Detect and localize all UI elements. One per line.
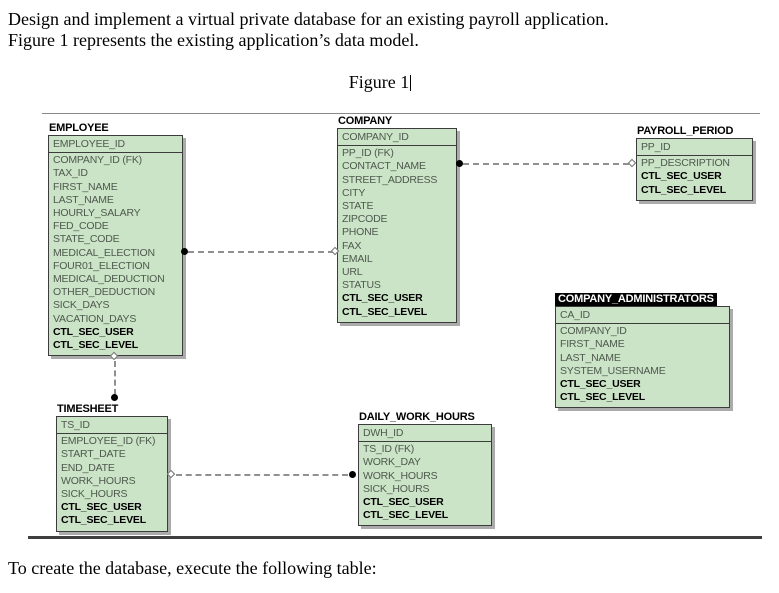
attribute: EMPLOYEE_ID (FK) — [61, 435, 156, 448]
security-attribute: CTL_SEC_LEVEL — [560, 391, 645, 404]
intro-line-1[interactable]: Design and implement a virtual private d… — [8, 9, 609, 29]
attribute: TAX_ID — [53, 167, 88, 180]
pk-attribute: PP_ID — [641, 141, 671, 153]
figure-bottom-rule — [28, 536, 762, 539]
pk-attribute: EMPLOYEE_ID — [53, 138, 125, 150]
pk-attribute: TS_ID — [61, 419, 90, 431]
security-attribute: CTL_SEC_USER — [342, 292, 423, 305]
attribute: PHONE — [342, 226, 379, 239]
entity-title-company-administrators: COMPANY_ADMINISTRATORS — [555, 293, 717, 306]
attribute: TS_ID (FK) — [363, 443, 415, 456]
entity-title-payroll-period: PAYROLL_PERIOD — [637, 125, 734, 137]
entity-timesheet[interactable]: TIMESHEET TS_ID EMPLOYEE_ID (FK)START_DAT… — [56, 403, 168, 532]
attribute: PP_ID (FK) — [342, 147, 394, 160]
attribute: FIRST_NAME — [560, 338, 625, 351]
relationship-employee-company[interactable] — [188, 251, 334, 253]
attribute: SYSTEM_USERNAME — [560, 364, 666, 377]
attribute: PP_DESCRIPTION — [641, 157, 730, 170]
intro-paragraph[interactable]: Design and implement a virtual private d… — [8, 9, 609, 51]
primary-key-compartment: EMPLOYEE_ID — [49, 136, 182, 154]
pk-attribute: DWH_ID — [363, 427, 404, 439]
security-attribute: CTL_SEC_LEVEL — [641, 183, 726, 196]
attribute: WORK_DAY — [363, 456, 421, 469]
figure-caption-text[interactable]: Figure 1 — [348, 72, 410, 92]
security-attribute: CTL_SEC_USER — [61, 501, 142, 514]
attribute: CITY — [342, 186, 366, 199]
attribute: SICK_DAYS — [53, 299, 110, 312]
attribute: FAX — [342, 239, 362, 252]
attribute: START_DATE — [61, 448, 126, 461]
entity-title-timesheet: TIMESHEET — [57, 403, 119, 415]
relationship-dot-icon — [456, 160, 463, 167]
relationship-dot-icon — [111, 394, 118, 401]
relationship-company-payroll-period[interactable] — [463, 163, 629, 165]
security-attribute: CTL_SEC_USER — [363, 496, 444, 509]
primary-key-compartment: COMPANY_ID — [338, 129, 456, 147]
attribute: HOURLY_SALARY — [53, 207, 141, 220]
entity-daily-work-hours[interactable]: DAILY_WORK_HOURS DWH_ID TS_ID (FK)WORK_DA… — [358, 411, 492, 527]
attribute: LAST_NAME — [53, 193, 114, 206]
attribute: STATUS — [342, 279, 381, 292]
intro-line-2[interactable]: Figure 1 represents the existing applica… — [8, 30, 419, 50]
primary-key-compartment: CA_ID — [556, 307, 729, 325]
relationship-employee-timesheet[interactable] — [114, 361, 116, 395]
entity-company[interactable]: COMPANY COMPANY_ID PP_ID (FK)CONTACT_NAME… — [337, 115, 457, 323]
attribute: OTHER_DEDUCTION — [53, 286, 156, 299]
relationship-dot-icon — [181, 248, 188, 255]
attribute: WORK_HOURS — [363, 469, 438, 482]
attribute: FOUR01_ELECTION — [53, 259, 150, 272]
relationship-timesheet-daily-work-hours[interactable] — [176, 474, 348, 476]
relationship-dot-icon — [349, 471, 356, 478]
attribute: COMPANY_ID (FK) — [53, 154, 142, 167]
attribute: STATE_CODE — [53, 233, 120, 246]
security-attribute: CTL_SEC_USER — [560, 378, 641, 391]
footer-paragraph[interactable]: To create the database, execute the foll… — [8, 558, 377, 578]
entity-title-company: COMPANY — [338, 115, 393, 127]
security-attribute: CTL_SEC_LEVEL — [61, 514, 146, 527]
relationship-diamond-icon — [166, 469, 176, 479]
text-cursor — [410, 75, 412, 91]
entity-title-daily-work-hours: DAILY_WORK_HOURS — [359, 411, 475, 423]
attribute: VACATION_DAYS — [53, 312, 137, 325]
attribute: SICK_HOURS — [363, 482, 430, 495]
attribute: EMAIL — [342, 252, 373, 265]
attribute: FED_CODE — [53, 220, 109, 233]
security-attribute: CTL_SEC_USER — [53, 325, 134, 338]
attribute: END_DATE — [61, 461, 115, 474]
relationship-diamond-icon — [627, 158, 637, 168]
attribute: STATE — [342, 200, 374, 213]
primary-key-compartment: TS_ID — [57, 417, 167, 435]
security-attribute: CTL_SEC_LEVEL — [363, 509, 448, 522]
entity-employee[interactable]: EMPLOYEE EMPLOYEE_ID COMPANY_ID (FK)TAX_I… — [48, 122, 183, 357]
attribute: MEDICAL_ELECTION — [53, 246, 155, 259]
attribute: SICK_HOURS — [61, 488, 128, 501]
attribute: WORK_HOURS — [61, 474, 136, 487]
attribute: ZIPCODE — [342, 213, 388, 226]
attribute: URL — [342, 266, 363, 279]
pk-attribute: COMPANY_ID — [342, 131, 409, 143]
attribute: STREET_ADDRESS — [342, 173, 438, 186]
security-attribute: CTL_SEC_LEVEL — [53, 339, 138, 352]
pk-attribute: CA_ID — [560, 309, 590, 321]
attribute: LAST_NAME — [560, 351, 621, 364]
attribute: FIRST_NAME — [53, 180, 118, 193]
attribute: CONTACT_NAME — [342, 160, 426, 173]
primary-key-compartment: PP_ID — [637, 139, 752, 157]
entity-title-employee: EMPLOYEE — [49, 122, 109, 134]
primary-key-compartment: DWH_ID — [359, 425, 491, 443]
figure-caption[interactable]: Figure 1 — [0, 72, 760, 93]
attribute: COMPANY_ID — [560, 325, 627, 338]
attribute: MEDICAL_DEDUCTION — [53, 273, 165, 286]
figure-top-rule — [42, 113, 760, 114]
security-attribute: CTL_SEC_USER — [641, 170, 722, 183]
security-attribute: CTL_SEC_LEVEL — [342, 305, 427, 318]
